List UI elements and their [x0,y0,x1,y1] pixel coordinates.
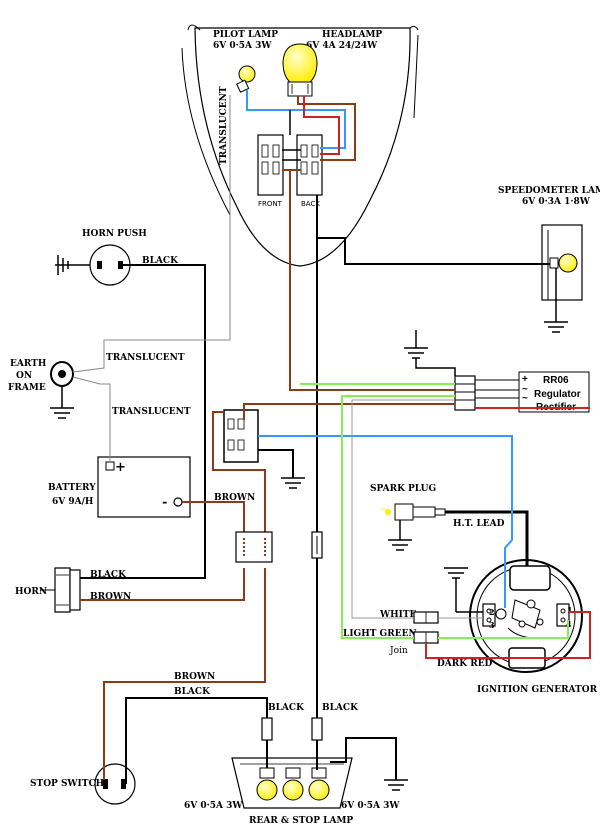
join-label: Join [389,646,408,656]
stop-switch-title: STOP SWITCH [30,779,105,789]
back-label: BACK [301,200,320,208]
dark-red-label: DARK RED [437,659,493,669]
speedometer-title: SPEEDOMETER LAMP [498,186,600,196]
horn-title: HORN [15,587,47,597]
white-label: WHITE [379,610,417,620]
rear-bulb-icon-3 [308,779,330,801]
junction-earth-icon [281,477,305,489]
light-green-label: LIGHT GREEN [343,629,417,639]
translucent-vertical-label: TRANSLUCENT [219,86,229,165]
headlamp-internal-wires [246,90,356,171]
inline-connector-black [311,531,323,559]
horn-black-label: BLACK [90,570,127,580]
wires [72,95,591,784]
stop-switch-black-label: BLACK [174,687,211,697]
speedometer-lamp: SPEEDOMETER LAMP 6V 0·3A 1·8W [498,186,600,333]
ht-lead-label: H.T. LEAD [453,519,505,529]
inline-connector-rear-right [311,717,323,741]
horn: HORN BLACK BROWN [15,567,131,613]
rear-lamp-spec-left: 6V 0·5A 3W [184,801,243,811]
housing-shadow-left [181,47,231,216]
earth-label-1: EARTH [10,359,47,369]
front-label: FRONT [258,200,283,208]
speedometer-earth-icon [544,321,568,333]
rr06-regulator: + ~ ~ – RR06 Regulator Rectifier [404,330,590,413]
gen-terminal-3: 3 [489,620,495,630]
ignition-generator: 2 3 1 4 IGNITION GENERATOR WHITE LIGHT G… [343,559,598,695]
generator-title: IGNITION GENERATOR [477,685,598,695]
horn-push-wire-label: BLACK [142,256,179,266]
battery-spec: 6V 9A/H [52,497,94,507]
rear-lamp-title: REAR & STOP LAMP [249,816,353,826]
rear-stop-lamp: 6V 0·5A 3W 6V 0·5A 3W REAR & STOP LAMP B… [184,703,408,826]
pilot-lamp-spec: 6V 0·5A 3W [213,41,272,51]
earth-translucent-2: TRANSLUCENT [112,407,191,417]
rear-lamp-spec-right: 6V 0·5A 3W [341,801,400,811]
generator-earth-icon [444,567,468,612]
gen-terminal-1: 1 [567,605,573,615]
front-switch-connector: FRONT [257,134,284,208]
battery-wire-label: BROWN [214,493,255,503]
stop-switch: STOP SWITCH BROWN BLACK [30,672,215,805]
horn-brown-label: BROWN [90,592,131,602]
regulator-plus: + [522,374,528,385]
headlamp-title: HEADLAMP [322,30,382,40]
spark-plug: SPARK PLUG H.T. LEAD [370,484,505,551]
back-switch-connector: BACK [296,134,323,208]
battery: + - BATTERY 6V 9A/H BROWN [48,456,255,518]
regulator-line-2: Regulator [534,389,581,400]
rear-bulb-icon-1 [256,779,278,801]
spark-plug-title: SPARK PLUG [370,484,436,494]
inline-connector-brown [235,531,273,563]
spark-plug-earth-icon [388,539,412,551]
rear-lamp-earth-icon [384,779,408,791]
regulator-line-1: RR06 [543,375,569,386]
speedometer-spec: 6V 0·3A 1·8W [522,197,591,207]
gen-terminal-2: 2 [489,607,495,617]
regulator-earth-icon [404,330,428,359]
earth-label-2: ON [16,371,32,381]
inline-connector-rear-left [261,717,273,741]
earth-on-frame: EARTH ON FRAME TRANSLUCENT TRANSLUCENT [8,353,191,419]
regulator-tilde-1: ~ [522,384,528,395]
regulator-tilde-2: ~ [522,393,528,404]
horn-push-earth-icon [55,255,90,275]
central-junction-block [223,409,259,463]
stop-switch-brown-label: BROWN [174,672,215,682]
earth-translucent-1: TRANSLUCENT [106,353,185,363]
horn-push-title: HORN PUSH [82,229,147,239]
earth-label-3: FRAME [8,383,46,393]
headlamp-spec: 6V 4A 24/24W [306,41,378,51]
battery-minus: - [162,495,167,510]
pilot-lamp-title: PILOT LAMP [213,30,278,40]
horn-push: HORN PUSH BLACK [55,229,179,286]
battery-title: BATTERY [48,483,96,493]
rear-wire-right-label: BLACK [322,703,359,713]
rear-bulb-icon-2 [282,779,304,801]
battery-plus: + [115,460,126,475]
headlamp-bulb-icon [282,43,318,97]
rear-wire-left-label: BLACK [268,703,305,713]
pilot-bulb-icon [236,65,256,93]
earth-frame-icon [50,407,74,419]
